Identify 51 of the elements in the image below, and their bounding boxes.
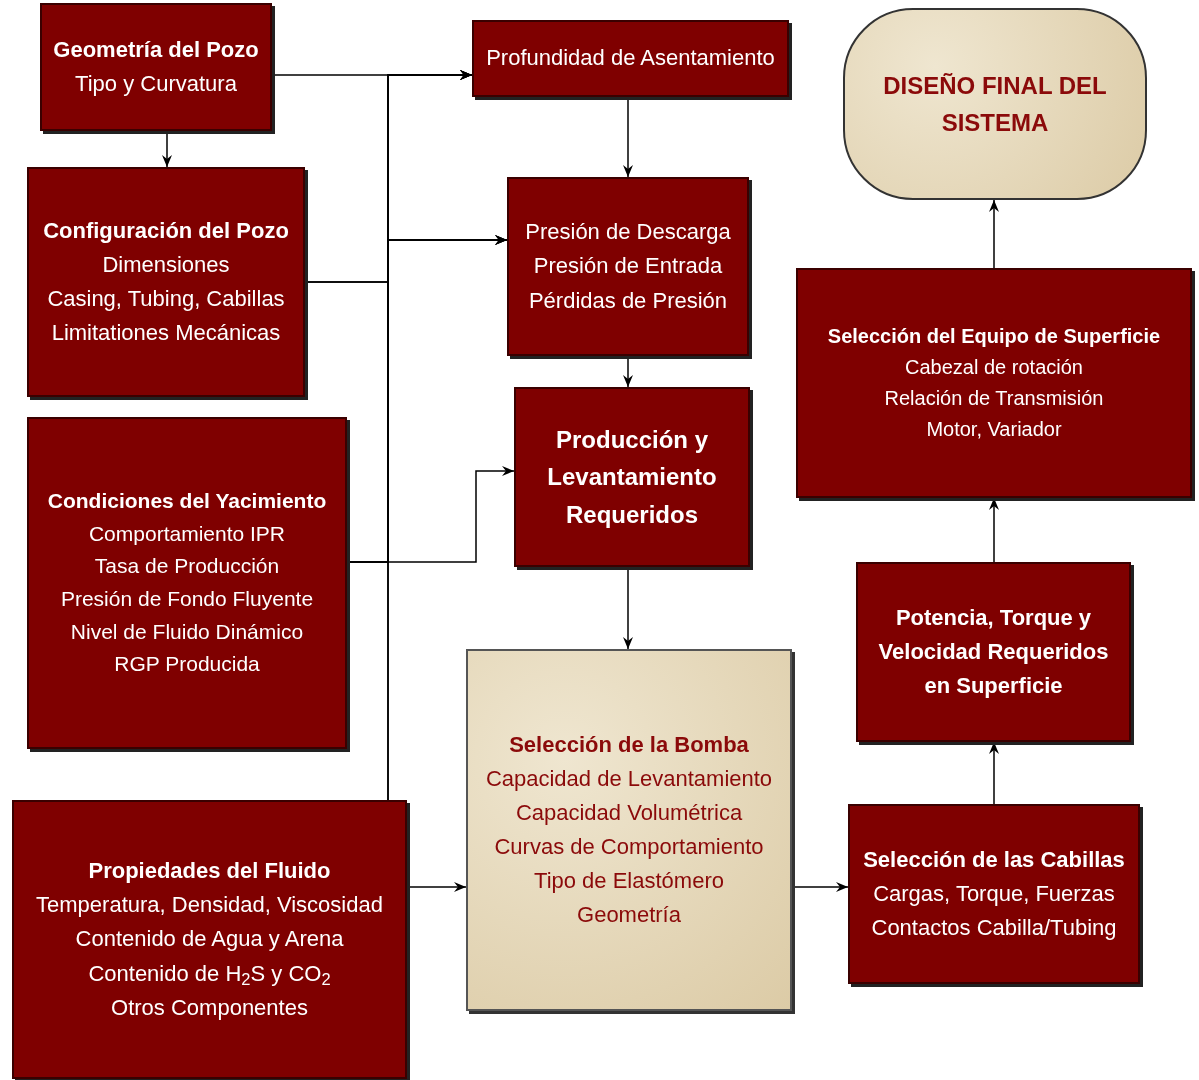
box-heading: Producción y Levantamiento Requeridos <box>546 425 718 530</box>
box-text: Contenido de Agua y Arena <box>75 925 344 954</box>
process-box <box>12 800 407 1079</box>
box-text: Capacidad Volumétrica <box>515 798 743 827</box>
box-text: Relación de Transmisión <box>884 386 1104 411</box>
box-heading: Propiedades del Fluido <box>88 857 331 886</box>
process-box <box>856 562 1131 742</box>
box-heading: DISEÑO FINAL DEL SISTEMA <box>882 70 1108 138</box>
box-text: Profundidad de Asentamiento <box>486 44 775 73</box>
box-text: Temperatura, Densidad, Viscosidad <box>36 891 383 920</box>
box-text: Nivel de Fluido Dinámico <box>70 618 304 645</box>
process-box <box>40 3 272 131</box>
box-heading: Geometría del Pozo <box>53 35 259 64</box>
box-text: Pérdidas de Presión <box>528 286 728 315</box>
process-box <box>466 649 792 1011</box>
process-box <box>507 177 749 356</box>
box-text: Cabezal de rotación <box>905 355 1083 380</box>
process-box <box>27 417 347 749</box>
box-text: Casing, Tubing, Cabillas <box>47 285 285 313</box>
process-box <box>472 20 789 97</box>
box-text: Tasa de Producción <box>94 553 280 580</box>
box-heading: Condiciones del Yacimiento <box>47 488 327 515</box>
box-text: Contactos Cabilla/Tubing <box>871 914 1117 943</box>
box-text: Cargas, Torque, Fuerzas <box>873 879 1115 908</box>
box-text: Comportamiento IPR <box>88 520 286 547</box>
process-box <box>848 804 1140 984</box>
box-text: Tipo y Curvatura <box>75 70 237 98</box>
box-text: Presión de Entrada <box>533 252 723 281</box>
box-text: Presión de Descarga <box>525 218 731 247</box>
box-heading: Potencia, Torque y Velocidad Requeridos en Superficie <box>877 603 1110 701</box>
box-text: RGP Producida <box>114 651 260 678</box>
process-box <box>514 387 750 567</box>
box-text: Dimensiones <box>102 250 230 279</box>
box-text: Tipo de Elastómero <box>534 867 724 896</box>
box-text: Curvas de Comportamiento <box>494 833 764 861</box>
box-text: Contenido de H$_{2}$S y CO$_{2}$ <box>88 959 331 990</box>
box-heading: Selección del Equipo de Superficie <box>827 324 1161 349</box>
arrow <box>387 235 508 801</box>
box-text: Otros Componentes <box>111 993 308 1022</box>
arrow <box>989 199 999 269</box>
terminal-shape <box>843 8 1147 200</box>
box-text: Motor, Variador <box>926 417 1062 442</box>
process-box <box>27 167 305 397</box>
process-box <box>796 268 1192 498</box>
box-heading: Configuración del Pozo <box>43 216 289 245</box>
box-text: Geometría <box>577 901 681 930</box>
box-heading: Selección de las Cabillas <box>863 845 1125 874</box>
box-text: Limitationes Mecánicas <box>51 319 281 348</box>
box-text: Presión de Fondo Fluyente <box>60 586 314 612</box>
box-heading: Selección de la Bomba <box>509 730 749 759</box>
box-text: Capacidad de Levantamiento <box>485 764 773 793</box>
